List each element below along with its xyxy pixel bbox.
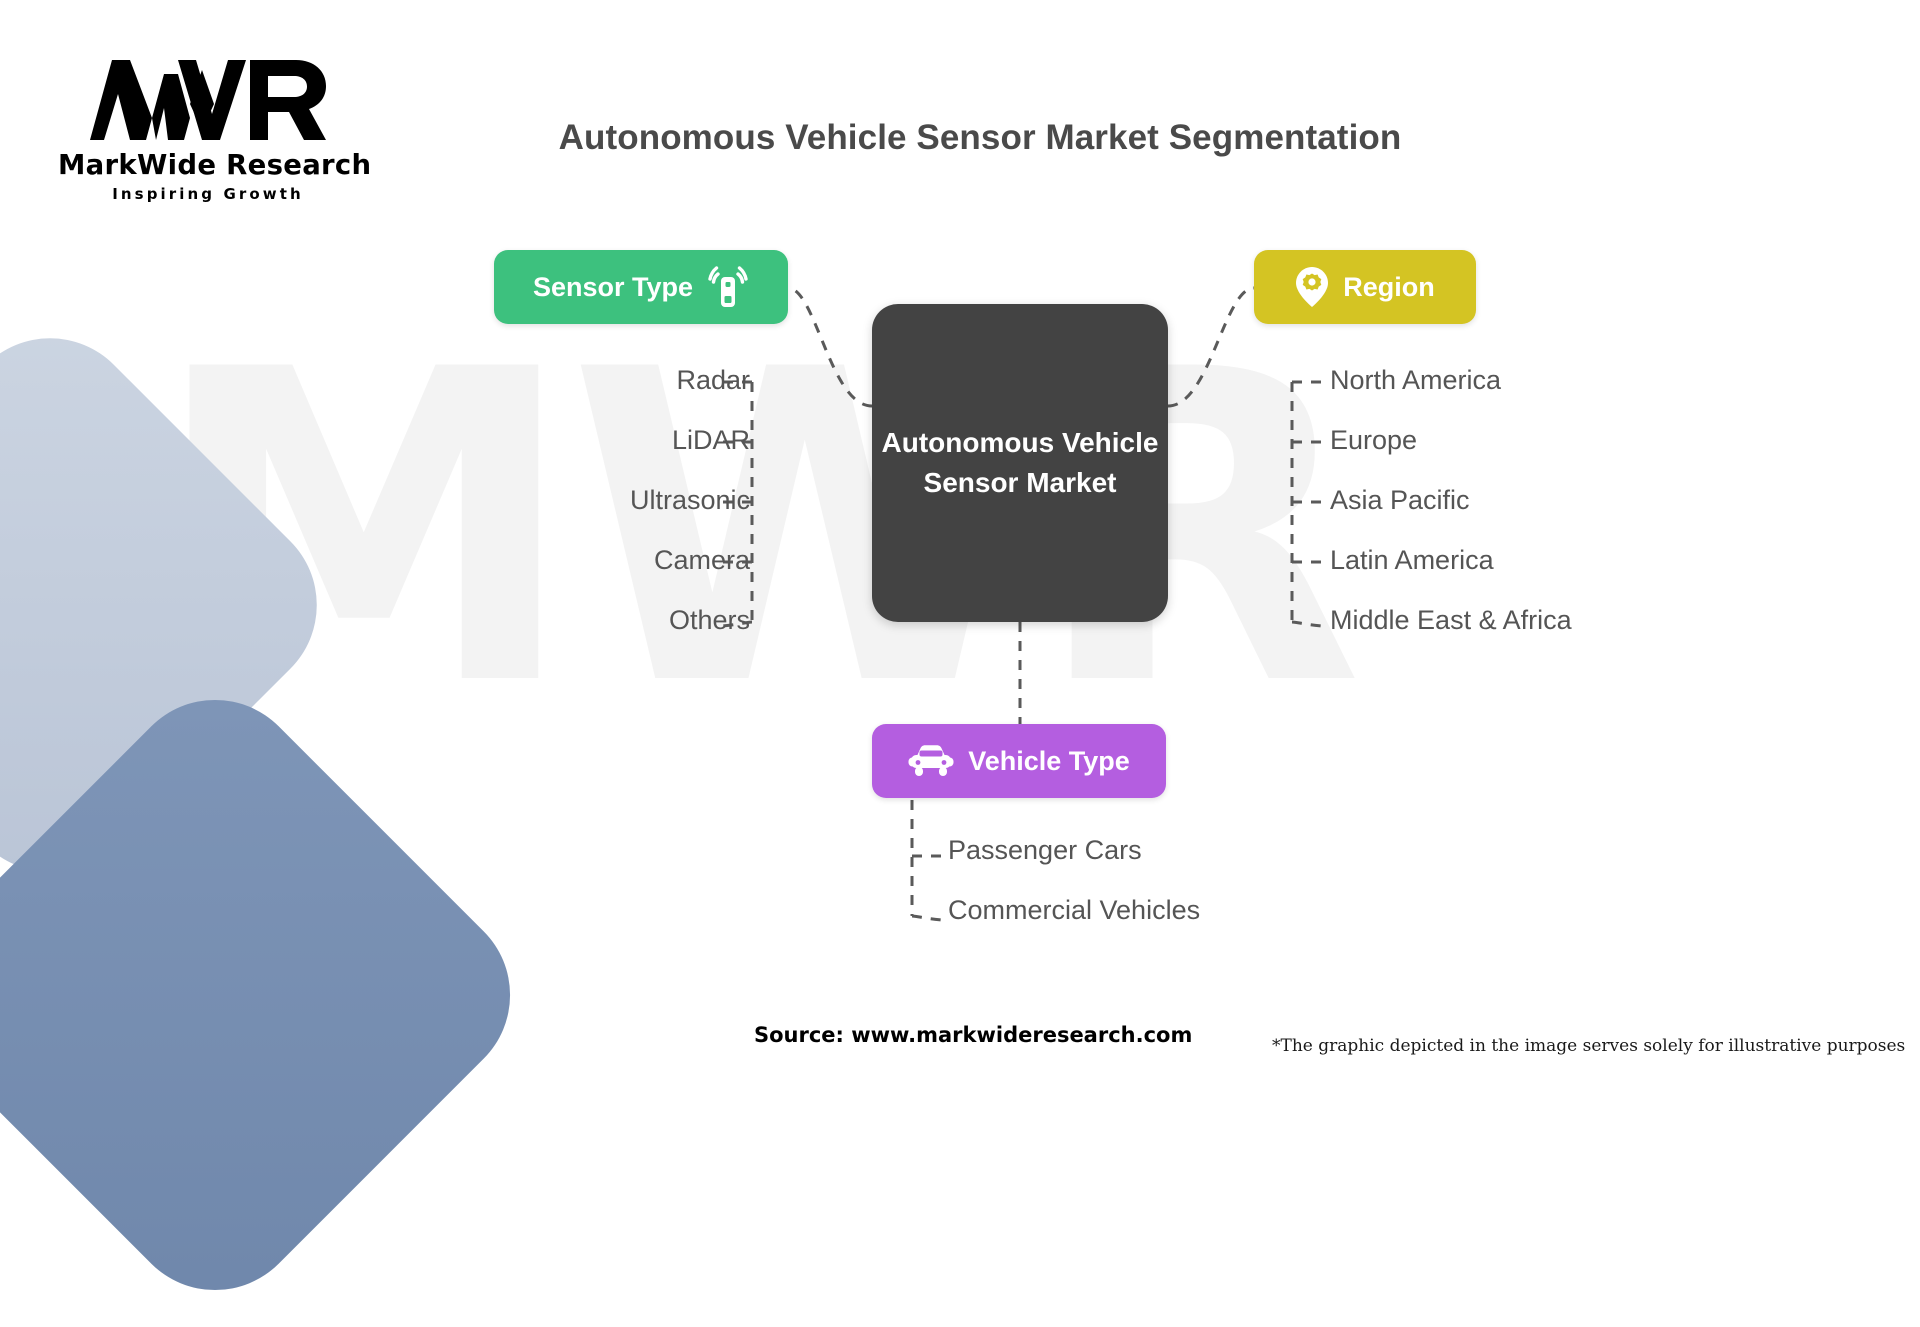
list-item[interactable]: LiDAR xyxy=(671,425,750,455)
car-icon xyxy=(908,744,954,778)
list-item[interactable]: Ultrasonic xyxy=(629,485,750,515)
leaf-list-sensor-type: Radar LiDAR Ultrasonic Camera Others xyxy=(480,350,750,650)
center-node-label: Autonomous Vehicle Sensor Market xyxy=(881,427,1159,498)
leaf-list-region: North America Europe Asia Pacific Latin … xyxy=(1330,350,1750,650)
map-pin-gear-icon xyxy=(1295,265,1329,309)
logo-company-name: MarkWide Research xyxy=(58,149,372,181)
mwr-monogram-icon xyxy=(58,60,358,147)
list-item[interactable]: Latin America xyxy=(1330,545,1494,575)
sensor-signal-icon xyxy=(707,265,749,309)
list-item[interactable]: Europe xyxy=(1330,425,1418,455)
footer-disclaimer: *The graphic depicted in the image serve… xyxy=(1272,1036,1906,1056)
branch-node-vehicle-type[interactable]: Vehicle Type xyxy=(872,724,1166,798)
center-node: Autonomous Vehicle Sensor Market xyxy=(872,304,1168,622)
list-item[interactable]: North America xyxy=(1330,365,1502,395)
branch-node-sensor-type[interactable]: Sensor Type xyxy=(494,250,788,324)
list-item[interactable]: Radar xyxy=(676,365,750,395)
list-item[interactable]: Passenger Cars xyxy=(948,835,1142,865)
branch-node-region[interactable]: Region xyxy=(1254,250,1476,324)
branch-label-region: Region xyxy=(1343,271,1435,302)
list-item[interactable]: Camera xyxy=(653,545,750,575)
list-item[interactable]: Commercial Vehicles xyxy=(948,895,1201,925)
list-item[interactable]: Others xyxy=(668,605,750,635)
company-logo[interactable]: MarkWide Research Inspiring Growth xyxy=(58,60,372,203)
branch-label-vehicle-type: Vehicle Type xyxy=(968,745,1130,776)
branch-label-sensor-type: Sensor Type xyxy=(532,271,694,302)
segmentation-diagram: Sensor Type Regi xyxy=(480,250,1750,940)
list-item[interactable]: Middle East & Africa xyxy=(1330,605,1572,635)
logo-tagline: Inspiring Growth xyxy=(112,185,304,203)
footer-source[interactable]: Source: www.markwideresearch.com xyxy=(754,1023,1193,1047)
leaf-list-vehicle-type: Passenger Cars Commercial Vehicles xyxy=(948,820,1348,940)
list-item[interactable]: Asia Pacific xyxy=(1330,485,1470,515)
page-title: Autonomous Vehicle Sensor Market Segment… xyxy=(558,118,1402,157)
